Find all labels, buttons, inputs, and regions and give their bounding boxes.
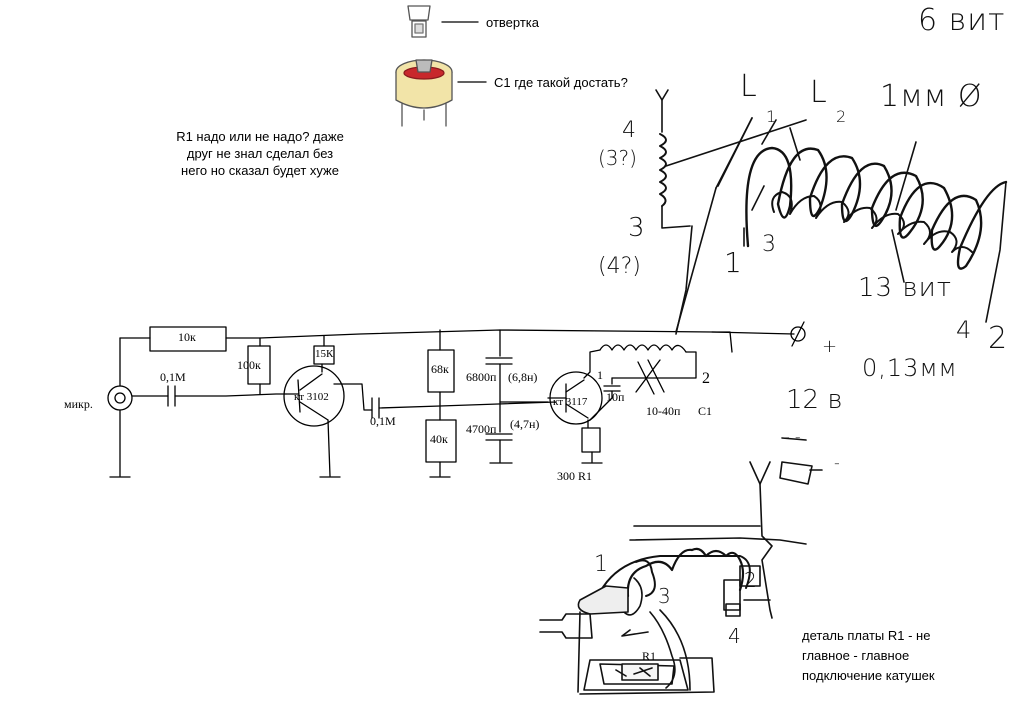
capacitor-10p-label: 10п (606, 390, 625, 404)
transistor-kt3117-label: кт 3117 (553, 396, 588, 408)
board-note-line: подключение катушек (802, 668, 935, 683)
resistor-68k-label: 68к (431, 362, 449, 376)
trimmer-capacitor-icon (395, 59, 487, 127)
board-pin-3-label: 3 (658, 584, 671, 608)
trimmer-c1-label: C1 (698, 404, 713, 418)
coil-l1-number: 1 (766, 107, 777, 126)
coil-end-4-label: 4 (956, 316, 972, 344)
coil-sketch (655, 89, 1008, 335)
r1-question-note: R1 надо или не надо? даже друг не знал с… (150, 128, 370, 179)
screwdriver-label: отвертка (486, 15, 539, 30)
resistor-r1-label: 300 R1 (557, 469, 593, 483)
wire-diameter-label: 1мм Ø (880, 79, 983, 114)
resistor-100k-label: 100к (237, 358, 261, 372)
coil-l2-number: 2 (836, 107, 847, 126)
turns-count-label: 6 вит (918, 3, 1006, 38)
transistor-kt3102-label: кт 3102 (294, 391, 329, 403)
trimmer-range-label: 10-40п (646, 404, 681, 418)
resistor-40k-label: 40к (430, 432, 448, 446)
coil-l1-letter: L (740, 69, 757, 104)
resistor-15k-label: 15К (315, 348, 334, 360)
c1-question-note: C1 где такой достать? (494, 75, 628, 90)
board-note-line: главное - главное (802, 648, 910, 663)
supply-voltage-label: 12 в (786, 385, 843, 415)
capacitor-4700p-label: 4700п (466, 422, 497, 436)
capacitor-coupling-label: 0,1М (370, 414, 396, 428)
capacitor-6800p-alt-label: (6,8н) (508, 370, 538, 384)
turns-count-2-label: 13 вит (858, 273, 952, 303)
supply-minus-label: - - (784, 427, 801, 446)
wire-diameter-2-label: 0,13мм (862, 354, 958, 382)
capacitor-6800p-label: 6800п (466, 370, 497, 384)
coil-pin-1-label: 1 (597, 368, 603, 382)
resistor-10k-label: 10к (178, 330, 196, 344)
board-pin-1-label: 1 (594, 552, 608, 577)
coil-pin-2-label: 2 (702, 370, 710, 387)
board-r1-label: R1 (642, 649, 657, 663)
r1-question-line: R1 надо или не надо? даже (176, 129, 344, 144)
board-sketch (539, 437, 823, 695)
capacitor-input-label: 0,1М (160, 370, 186, 384)
board-note-line: деталь платы R1 - не (802, 628, 931, 643)
supply-plus-label: + (822, 336, 838, 357)
small-coil-pin-3-label: 3 (628, 213, 645, 243)
r1-question-line: друг не знал сделал без (186, 146, 334, 161)
capacitor-4700p-alt-label: (4,7н) (510, 417, 540, 431)
microphone-label: микр. (64, 397, 93, 411)
coil-end-1-label: 1 (724, 246, 742, 279)
r1-question-line: него но сказал будет хуже (181, 163, 339, 178)
board-pin-2-label: 2 (744, 568, 757, 592)
board-pin-4-label: 4 (728, 624, 741, 648)
small-coil-pin-4-label: 4 (622, 118, 636, 143)
screwdriver-icon (407, 5, 479, 38)
circuit (107, 321, 806, 478)
small-coil-pin-3-alt-label: (4?) (598, 254, 641, 279)
coil-l2-letter: L (810, 75, 827, 110)
board-note: деталь платы R1 - не главное - главное п… (802, 626, 935, 686)
small-coil-pin-4-alt-label: (3?) (598, 146, 637, 170)
coil-end-3-label: 3 (762, 232, 776, 257)
supply-minus-2-label: - (834, 453, 840, 472)
coil-end-2-label: 2 (988, 321, 1008, 356)
